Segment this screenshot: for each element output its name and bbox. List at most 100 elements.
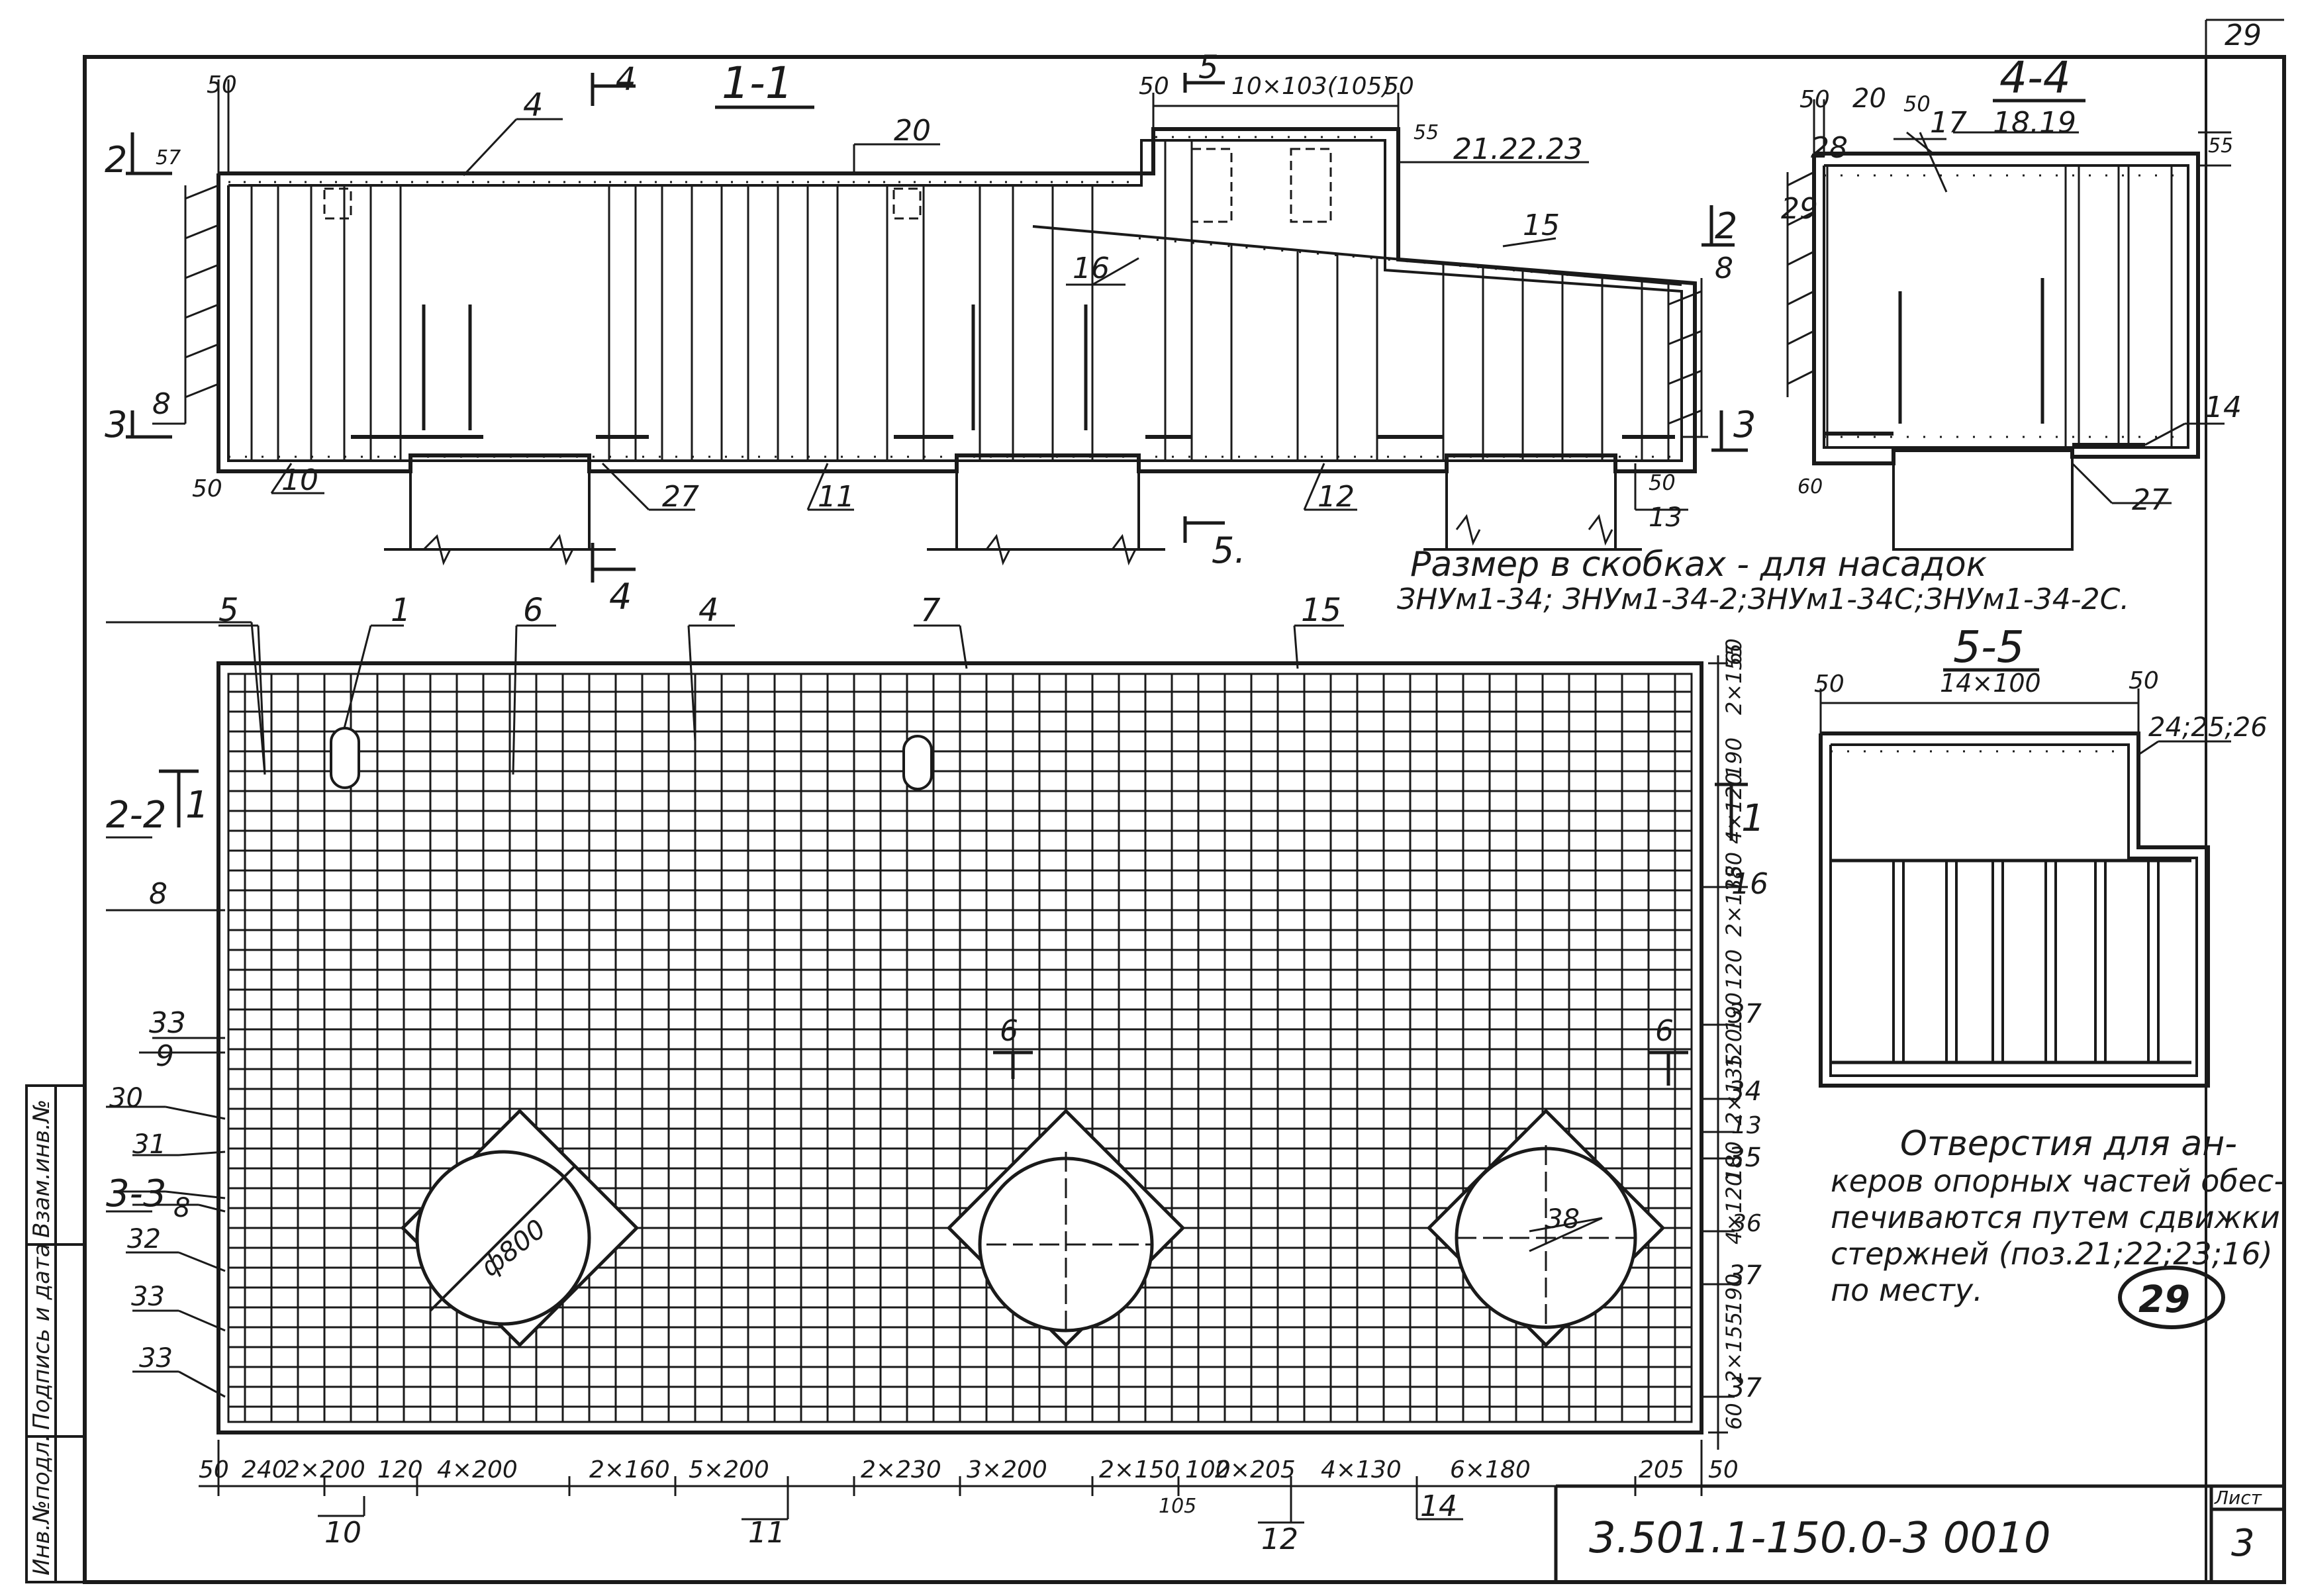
section-2-2-label: 2-2 [106, 794, 166, 837]
pos-27-top: 27 [662, 480, 699, 514]
document-code: 3.501.1-150.0-3 0010 [1589, 1514, 2051, 1563]
plan-pos-32: 32 [127, 1224, 161, 1254]
dim-55b: 55 [2208, 134, 2233, 158]
holes-note: Отверстия для ан- керов опорных частей о… [1831, 1124, 2285, 1308]
plan-pos-31: 31 [132, 1129, 166, 1160]
plan-pos-37c: 37 [1728, 1373, 1762, 1403]
plan-pos-15: 15 [1301, 592, 1341, 629]
pos-12-top: 12 [1318, 480, 1355, 514]
plan-bottom-dim: 2×160 [589, 1456, 670, 1483]
plan-pos-36: 36 [1731, 1210, 1762, 1237]
stamp-inv-label: Инв.№подл. [28, 1434, 55, 1575]
plan-right-dim: 4×120 [1721, 773, 1747, 844]
plan-bottom-dim: 3×200 [967, 1456, 1047, 1483]
mark-3-left: 3 [105, 404, 127, 446]
section-5-5-labels: 14×100 50 50 24;25;26 [1814, 667, 2268, 743]
holes-note-line3: печиваются путем сдвижки [1831, 1199, 2280, 1235]
plan-right-dim: 2×155 [1721, 643, 1747, 715]
plan-right-dim: 4×120 [1721, 1173, 1747, 1244]
pos-29: 29 [1781, 192, 1818, 226]
title-block [1554, 1484, 2284, 1582]
section-1-1: 1-1 [126, 58, 1748, 583]
pos-10-top: 10 [281, 463, 318, 497]
plan-pos-5: 5 [218, 592, 239, 629]
plan-pos-10: 10 [324, 1516, 361, 1550]
pos-20: 20 [894, 114, 931, 148]
section-4-4-labels: 50 20 50 17 18.19 28 29 55 14 27 60 [1781, 83, 2242, 517]
pos-17: 17 [1930, 106, 1967, 140]
mark-4-bottom: 4 [609, 576, 632, 618]
plan-bottom-dim: 50 [199, 1456, 229, 1483]
plan-bottom-dim: 50 [1708, 1456, 1739, 1483]
sheet-stamp-circle: 29 [2118, 1266, 2225, 1329]
holes-note-line1: Отверстия для ан- [1900, 1124, 2237, 1164]
dim-50a: 50 [207, 71, 237, 99]
plan-bottom-dim: 2×150 [1099, 1456, 1180, 1483]
dim-55-50a: 50 [1814, 671, 1845, 698]
plan-view [106, 621, 1748, 1524]
side-stamp [25, 1084, 86, 1583]
plan-right-dim: 180 [1721, 852, 1747, 892]
pos-21-22-23: 21.22.23 [1453, 132, 1583, 166]
pos-14-top: 14 [2205, 391, 2242, 424]
plan-right-dim: 190 [1721, 737, 1747, 778]
plan-pos-33b: 33 [131, 1282, 165, 1312]
plan-bottom-dim: 205 [1639, 1456, 1684, 1483]
mark-2-left: 2 [105, 139, 127, 181]
pos-18-19: 18.19 [1993, 106, 2076, 140]
pos-16-top: 16 [1073, 252, 1110, 285]
section-5-5-title: 5-5 [1953, 622, 2025, 673]
page-number: 29 [2225, 19, 2262, 52]
holes-note-line5: по месту. [1831, 1272, 1983, 1308]
mark-1-right: 1 [1741, 797, 1765, 840]
section-5-5: 5-5 [1819, 622, 2231, 1088]
dim-50g: 50 [1903, 91, 1931, 117]
section-4-4-title: 4-4 [1999, 52, 2071, 103]
section-3-3-label: 3-3 [106, 1172, 166, 1215]
pos-13-top: 13 [1649, 502, 1682, 533]
holes-note-line2: керов опорных частей обес- [1831, 1163, 2285, 1199]
pos-8-left: 8 [152, 387, 171, 421]
plan-pos-4: 4 [698, 592, 719, 629]
dim-57: 57 [156, 146, 181, 169]
dim-10x103: 10×103(105) [1231, 73, 1392, 100]
plan-bottom-dim: 4×200 [437, 1456, 518, 1483]
plan-pos-33a: 33 [149, 1006, 186, 1040]
plan-right-dim: 60 [1721, 638, 1747, 665]
dim-14x100: 14×100 [1940, 669, 2041, 698]
plan-pos-35: 35 [1728, 1143, 1762, 1173]
mark-5-top: 5 [1198, 49, 1219, 86]
plan-pos-37b: 37 [1728, 1260, 1762, 1291]
mark-2-right: 2 [1715, 205, 1737, 247]
dim-50c: 50 [1384, 73, 1414, 100]
plan-right-dim: 2×135 [1721, 865, 1747, 937]
section-1-1-labels: 50 50 10×103(105) 50 57 55 50 4 5 2 3 2 … [105, 49, 1756, 618]
holes-note-line4: стержней (поз.21;22;23;16) [1831, 1236, 2273, 1272]
plan-pos-37a: 37 [1728, 999, 1762, 1029]
plan-pos-7: 7 [920, 592, 941, 629]
plan-bottom-dim: 2×205 [1215, 1456, 1296, 1483]
mark-1-left: 1 [185, 784, 209, 827]
plan-pos-6: 6 [523, 592, 544, 629]
dim-50e: 50 [1649, 470, 1676, 495]
plan-pos-38: 38 [1546, 1204, 1580, 1235]
plan-right-dim: 190 [1721, 1274, 1747, 1314]
brackets-note-line1: Размер в скобках - для насадок [1410, 545, 1988, 585]
plan-bottom-dim: 5×200 [689, 1456, 769, 1483]
plan-right-dim: 2×155 [1721, 1312, 1747, 1384]
mark-3-right: 3 [1733, 404, 1756, 446]
plan-bottom-dim: 240 [242, 1456, 287, 1483]
plan-pos-9: 9 [156, 1039, 174, 1073]
mark-6-right: 6 [1655, 1014, 1674, 1048]
pos-28: 28 [1811, 131, 1848, 165]
plan-right-dim: 190 [1721, 992, 1747, 1033]
plan-pos-12: 12 [1261, 1523, 1298, 1556]
pos-11-top: 11 [818, 480, 855, 514]
plan-pos-16: 16 [1731, 867, 1768, 901]
sheet-number: 3 [2231, 1522, 2255, 1565]
pos-27-right: 27 [2132, 483, 2169, 517]
plan-right-dimensions: 602×1551904×1201802×1351201901202×135180… [1721, 638, 1747, 1430]
plan-right-dim: 120 [1721, 949, 1747, 990]
plan-pos-30: 30 [109, 1083, 143, 1113]
